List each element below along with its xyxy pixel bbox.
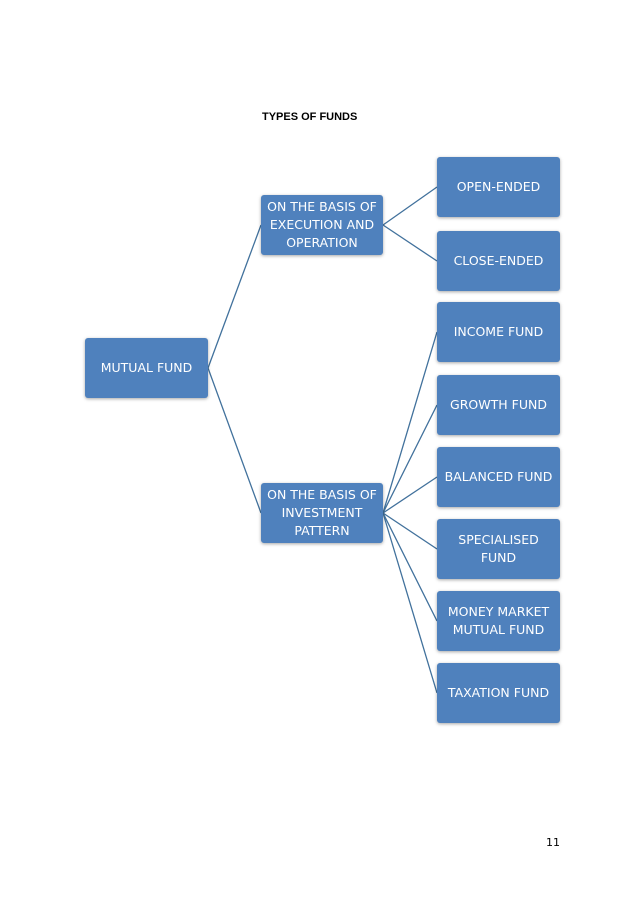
node-open-ended: OPEN-ENDED (437, 157, 560, 217)
node-income-fund: INCOME FUND (437, 302, 560, 362)
node-label: OPEN-ENDED (456, 179, 541, 194)
node-label: GROWTH FUND (450, 397, 547, 412)
connector-root-to-execution (207, 224, 262, 369)
connector-investment-to-balanced (382, 476, 438, 514)
diagram-title: TYPES OF FUNDS (262, 111, 358, 123)
connector-investment-to-income (382, 331, 438, 514)
node-specialised-fund: SPECIALISED FUND (437, 519, 560, 579)
connector-investment-to-specialised (382, 512, 438, 550)
connector-investment-to-money-market (382, 512, 438, 622)
node-label: CLOSE-ENDED (453, 253, 544, 268)
connector-investment-to-growth (382, 404, 438, 514)
node-taxation-fund: TAXATION FUND (437, 663, 560, 723)
node-label: INCOME FUND (453, 324, 544, 339)
node-label: ON THE BASIS OF INVESTMENT PATTERN (267, 487, 377, 538)
node-mutual-fund: MUTUAL FUND (85, 338, 208, 398)
connector-execution-to-close-ended (382, 224, 438, 262)
node-label: TAXATION FUND (447, 685, 550, 700)
page-number: 11 (546, 836, 560, 849)
connector-investment-to-taxation (382, 512, 438, 694)
node-investment-pattern: ON THE BASIS OF INVESTMENT PATTERN (261, 483, 383, 543)
node-label: BALANCED FUND (444, 469, 553, 484)
node-execution-and-operation: ON THE BASIS OF EXECUTION AND OPERATION (261, 195, 383, 255)
connector-execution-to-open-ended (382, 186, 438, 226)
connector-root-to-investment (207, 367, 262, 514)
node-label: MUTUAL FUND (100, 360, 193, 375)
node-label: ON THE BASIS OF EXECUTION AND OPERATION (267, 199, 377, 250)
node-growth-fund: GROWTH FUND (437, 375, 560, 435)
node-label: MONEY MARKET MUTUAL FUND (447, 604, 550, 637)
node-money-market-mutual-fund: MONEY MARKET MUTUAL FUND (437, 591, 560, 651)
node-close-ended: CLOSE-ENDED (437, 231, 560, 291)
node-balanced-fund: BALANCED FUND (437, 447, 560, 507)
node-label: SPECIALISED FUND (458, 532, 539, 565)
